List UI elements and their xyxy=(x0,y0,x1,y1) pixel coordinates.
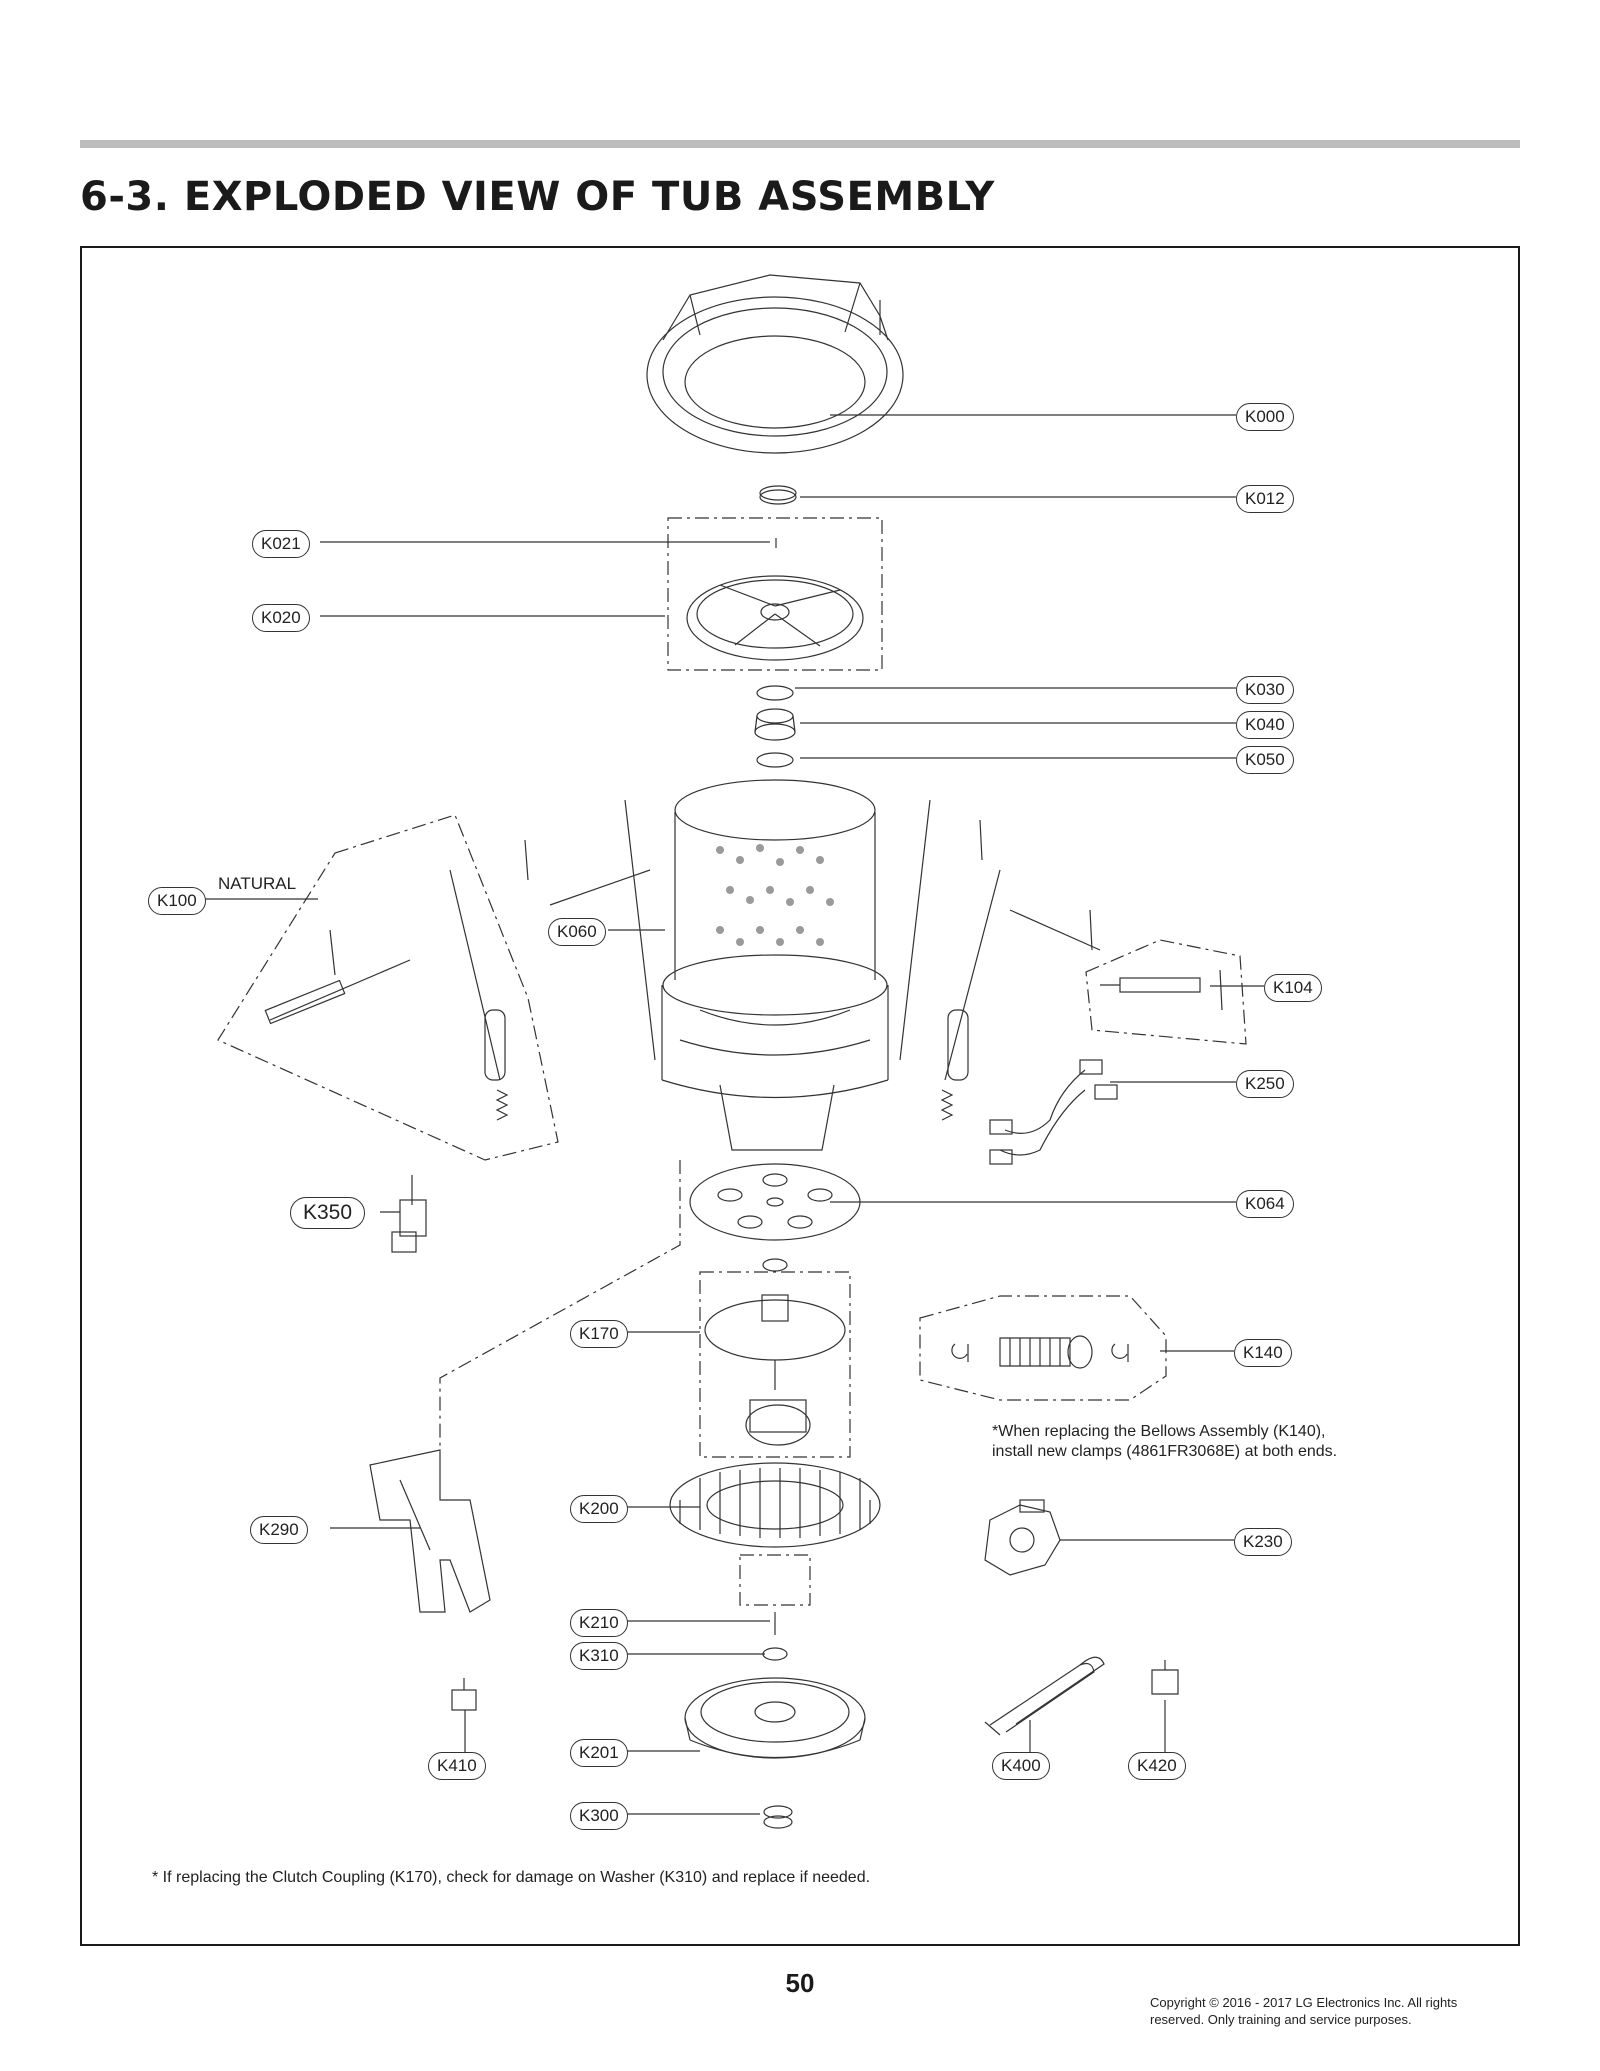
group-outlines xyxy=(217,517,1247,1606)
page-title: 6-3. EXPLODED VIEW OF TUB ASSEMBLY xyxy=(80,174,995,220)
part-label-k300: K300 xyxy=(570,1802,628,1830)
part-label-k250: K250 xyxy=(1236,1070,1294,1098)
part-label-k140: K140 xyxy=(1234,1339,1292,1367)
wire-harness-part xyxy=(989,1059,1118,1165)
part-label-k040: K040 xyxy=(1236,711,1294,739)
tub-cover-part xyxy=(646,274,904,454)
bellows-note-line1: *When replacing the Bellows Assembly (K1… xyxy=(992,1423,1326,1440)
pulsator-part xyxy=(686,575,864,661)
part-label-k012: K012 xyxy=(1236,485,1294,513)
part-label-k230: K230 xyxy=(1234,1528,1292,1556)
part-label-k170: K170 xyxy=(570,1320,628,1348)
copyright: Copyright © 2016 - 2017 LG Electronics I… xyxy=(1150,1994,1530,2028)
copyright-line2: reserved. Only training and service purp… xyxy=(1150,2012,1412,2027)
part-label-k021: K021 xyxy=(252,530,310,558)
part-label-k290: K290 xyxy=(250,1516,308,1544)
washer-part xyxy=(756,752,794,768)
rotor-part xyxy=(684,1677,866,1759)
part-label-k104: K104 xyxy=(1264,974,1322,1002)
level-sensor-part xyxy=(451,1678,477,1711)
clip-part xyxy=(1151,1660,1179,1695)
pump-part xyxy=(984,1499,1061,1576)
seal-part xyxy=(756,685,794,701)
clutch-part xyxy=(704,1294,846,1446)
suspension-rod-right-front xyxy=(940,869,1001,1121)
washer-k310-part xyxy=(762,1647,788,1661)
heater-part xyxy=(984,1656,1105,1736)
rotor-nut-part xyxy=(763,1805,793,1829)
part-label-k420: K420 xyxy=(1128,1752,1186,1780)
natural-label: NATURAL xyxy=(218,874,297,893)
page-number: 50 xyxy=(785,1968,815,1998)
part-label-k000: K000 xyxy=(1236,403,1294,431)
sensor-part xyxy=(391,1175,427,1253)
bellows-part xyxy=(951,1335,1129,1369)
suspension-rod-left-front xyxy=(449,869,509,1121)
leader-lines xyxy=(188,414,1264,1815)
bellows-note: *When replacing the Bellows Assembly (K1… xyxy=(992,1422,1337,1462)
damper-right xyxy=(1100,977,1201,993)
clutch-note: * If replacing the Clutch Coupling (K170… xyxy=(152,1869,871,1886)
copyright-line1: Copyright © 2016 - 2017 LG Electronics I… xyxy=(1150,1995,1458,2010)
part-label-k030: K030 xyxy=(1236,676,1294,704)
pulsator-cap-part xyxy=(759,485,797,501)
damper-left xyxy=(264,959,411,1025)
bracket-part xyxy=(369,1449,491,1613)
stator-part xyxy=(669,1462,881,1548)
part-label-k060: K060 xyxy=(548,918,606,946)
diagram-frame xyxy=(80,246,1520,1946)
bellows-note-line2: install new clamps (4861FR3068E) at both… xyxy=(992,1443,1338,1460)
part-label-k200: K200 xyxy=(570,1495,628,1523)
part-label-k350: K350 xyxy=(290,1197,366,1229)
part-label-k201: K201 xyxy=(570,1739,628,1767)
top-rule xyxy=(80,140,1520,148)
part-label-k050: K050 xyxy=(1236,746,1294,774)
part-label-k020: K020 xyxy=(252,604,310,632)
tub-part xyxy=(661,779,889,1151)
part-label-k410: K410 xyxy=(428,1752,486,1780)
part-label-k310: K310 xyxy=(570,1642,628,1670)
part-label-k064: K064 xyxy=(1236,1190,1294,1218)
part-label-k210: K210 xyxy=(570,1609,628,1637)
plate-part xyxy=(689,1163,861,1241)
bearing-housing-part xyxy=(754,708,796,741)
part-label-k100: K100 xyxy=(148,887,206,915)
part-label-k400: K400 xyxy=(992,1752,1050,1780)
